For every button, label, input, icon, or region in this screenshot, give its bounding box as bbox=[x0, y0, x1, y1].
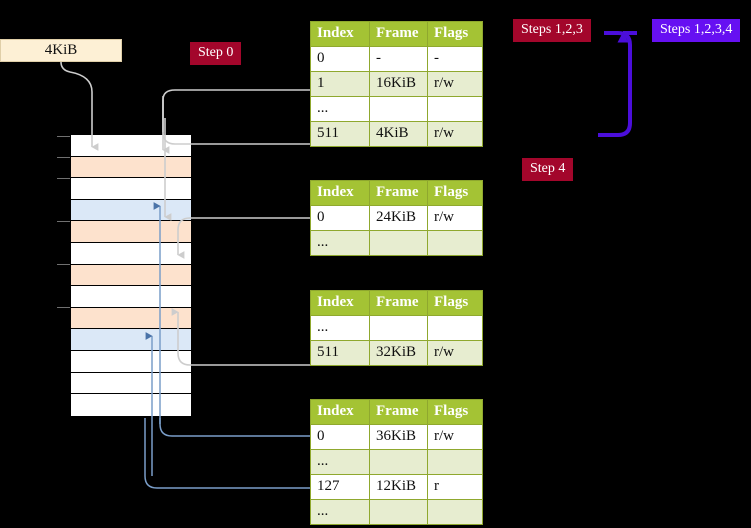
page-table-level-2: Index Frame Flags 0 24KiB r/w ... bbox=[310, 180, 483, 256]
memory-tick bbox=[57, 307, 70, 308]
size-box-4kib: 4KiB bbox=[0, 39, 122, 62]
cell-frame bbox=[369, 96, 428, 122]
cell-index: 0 bbox=[310, 46, 370, 72]
cell-index: ... bbox=[310, 315, 370, 341]
cell-index: 0 bbox=[310, 205, 370, 231]
cell-index: 511 bbox=[310, 340, 370, 366]
memory-tick bbox=[57, 136, 70, 137]
table-row: ... bbox=[310, 230, 483, 256]
table-row: 127 12KiB r bbox=[310, 474, 483, 500]
steps-1234-badge: Steps 1,2,3,4 bbox=[652, 19, 741, 42]
cell-flags bbox=[427, 449, 483, 475]
column-header-index: Index bbox=[310, 21, 370, 47]
column-header-flags: Flags bbox=[427, 399, 483, 425]
steps-123-badge: Steps 1,2,3 bbox=[513, 19, 591, 42]
table-row: 511 32KiB r/w bbox=[310, 340, 483, 366]
table-header-row: Index Frame Flags bbox=[310, 290, 483, 316]
wire-table4-row0-out bbox=[159, 418, 310, 437]
cell-flags: r/w bbox=[427, 340, 483, 366]
table-header-row: Index Frame Flags bbox=[310, 180, 483, 206]
column-header-index: Index bbox=[310, 290, 370, 316]
column-header-flags: Flags bbox=[427, 21, 483, 47]
column-header-frame: Frame bbox=[369, 290, 428, 316]
table-row: 1 16KiB r/w bbox=[310, 71, 483, 97]
cell-flags: r/w bbox=[427, 424, 483, 450]
cell-index: ... bbox=[310, 96, 370, 122]
cell-frame: - bbox=[369, 46, 428, 72]
cell-index: 0 bbox=[310, 424, 370, 450]
memory-block bbox=[71, 135, 191, 157]
column-header-frame: Frame bbox=[369, 21, 428, 47]
table-row: 0 36KiB r/w bbox=[310, 424, 483, 450]
cell-index: ... bbox=[310, 449, 370, 475]
page-table-level-4: Index Frame Flags 0 36KiB r/w ... 127 12… bbox=[310, 399, 483, 525]
memory-block bbox=[71, 243, 191, 265]
memory-block-page-table bbox=[71, 156, 191, 179]
column-header-flags: Flags bbox=[427, 290, 483, 316]
repeat-loop-arrow-body bbox=[598, 31, 632, 137]
memory-tick bbox=[57, 157, 70, 158]
memory-tick bbox=[57, 178, 70, 179]
table-header-row: Index Frame Flags bbox=[310, 21, 483, 47]
table-row: ... bbox=[310, 499, 483, 525]
memory-block-page-table bbox=[71, 264, 191, 287]
cell-index: 127 bbox=[310, 474, 370, 500]
column-header-index: Index bbox=[310, 180, 370, 206]
table-row-highlighted: 511 4KiB r/w bbox=[310, 121, 483, 147]
cell-flags: r/w bbox=[427, 121, 483, 147]
cell-frame: 32KiB bbox=[369, 340, 428, 366]
cell-index: ... bbox=[310, 230, 370, 256]
memory-tick bbox=[57, 264, 70, 265]
cell-frame: 16KiB bbox=[369, 71, 428, 97]
cell-flags bbox=[427, 315, 483, 341]
cell-flags: - bbox=[427, 46, 483, 72]
cell-frame: 4KiB bbox=[369, 121, 428, 147]
cell-flags bbox=[427, 96, 483, 122]
memory-block-data bbox=[71, 199, 191, 222]
memory-block-page-table bbox=[71, 221, 191, 243]
cell-frame bbox=[369, 315, 428, 341]
column-header-frame: Frame bbox=[369, 180, 428, 206]
step-4-badge: Step 4 bbox=[522, 158, 574, 181]
memory-block bbox=[71, 394, 191, 416]
physical-memory-column bbox=[70, 134, 191, 416]
column-header-index: Index bbox=[310, 399, 370, 425]
cell-flags: r/w bbox=[427, 205, 483, 231]
table-header-row: Index Frame Flags bbox=[310, 399, 483, 425]
cell-frame: 24KiB bbox=[369, 205, 428, 231]
column-header-flags: Flags bbox=[427, 180, 483, 206]
cell-frame bbox=[369, 230, 428, 256]
page-table-level-3: Index Frame Flags ... 511 32KiB r/w bbox=[310, 290, 483, 366]
memory-block bbox=[71, 372, 191, 395]
cell-frame: 36KiB bbox=[369, 424, 428, 450]
table-row: ... bbox=[310, 449, 483, 475]
memory-block-page-table bbox=[71, 307, 191, 330]
cell-flags bbox=[427, 499, 483, 525]
cell-flags: r bbox=[427, 474, 483, 500]
cell-index: 1 bbox=[310, 71, 370, 97]
cell-index: 511 bbox=[310, 121, 370, 147]
cell-index: ... bbox=[310, 499, 370, 525]
cell-flags: r/w bbox=[427, 71, 483, 97]
cell-frame bbox=[369, 449, 428, 475]
column-header-frame: Frame bbox=[369, 399, 428, 425]
table-row: ... bbox=[310, 315, 483, 341]
memory-tick bbox=[57, 221, 70, 222]
memory-block bbox=[71, 286, 191, 308]
cell-frame: 12KiB bbox=[369, 474, 428, 500]
table-row: 0 24KiB r/w bbox=[310, 205, 483, 231]
cell-flags bbox=[427, 230, 483, 256]
step-0-badge: Step 0 bbox=[190, 42, 242, 65]
table-row: 0 - - bbox=[310, 46, 483, 72]
memory-block-data bbox=[71, 329, 191, 351]
table-row: ... bbox=[310, 96, 483, 122]
memory-block bbox=[71, 178, 191, 200]
cell-frame bbox=[369, 499, 428, 525]
wire-table4-row127-out bbox=[144, 418, 310, 489]
memory-block bbox=[71, 351, 191, 373]
page-table-level-1: Index Frame Flags 0 - - 1 16KiB r/w ... bbox=[310, 21, 483, 147]
